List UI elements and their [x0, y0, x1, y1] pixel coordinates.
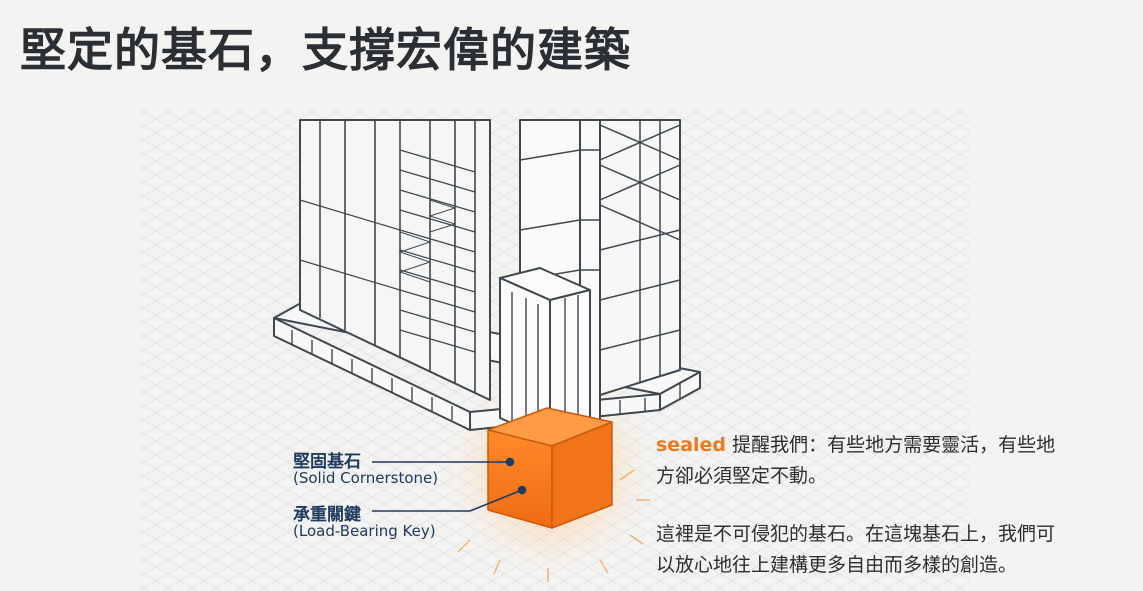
page-title: 堅定的基石，支撐宏偉的建築: [20, 23, 631, 77]
tower-right-bracing: [599, 120, 681, 382]
tower-left-verticals: [319, 120, 476, 393]
key-label-zh: 承重關鍵: [293, 505, 361, 525]
description-line-2: 方卻必須堅定不動。: [656, 465, 828, 487]
description-line-3: 這裡是不可侵犯的基石。在這塊基石上，我們可: [656, 523, 1056, 545]
leader-cornerstone-dot: [505, 457, 515, 467]
description-paragraph-1: sealed 提醒我們：有些地方需要靈活，有些地 方卻必須堅定不動。: [656, 430, 1055, 492]
leader-key-dot: [517, 485, 527, 495]
podium-columns: [291, 330, 681, 420]
key-label-en: (Load-Bearing Key): [293, 522, 436, 540]
leader-lines: [372, 457, 527, 512]
cornerstone-cube: [487, 407, 613, 529]
tower-left-face: [299, 119, 491, 401]
tower-left-floors: [299, 149, 476, 353]
description-line-1: 提醒我們：有些地方需要靈活，有些地: [726, 434, 1056, 456]
keyword-sealed: sealed: [656, 434, 727, 456]
description-paragraph-2: 這裡是不可侵犯的基石。在這塊基石上，我們可 以放心地往上建構更多自由而多樣的創造…: [656, 519, 1055, 581]
cube-right: [551, 421, 613, 529]
glow-rays: [457, 469, 650, 582]
cornerstone-label-en: (Solid Cornerstone): [293, 469, 439, 487]
cube-left: [487, 429, 553, 529]
description-line-4: 以放心地往上建構更多自由而多樣的創造。: [656, 554, 1018, 576]
cornerstone-label-zh: 堅固基石: [293, 452, 361, 472]
